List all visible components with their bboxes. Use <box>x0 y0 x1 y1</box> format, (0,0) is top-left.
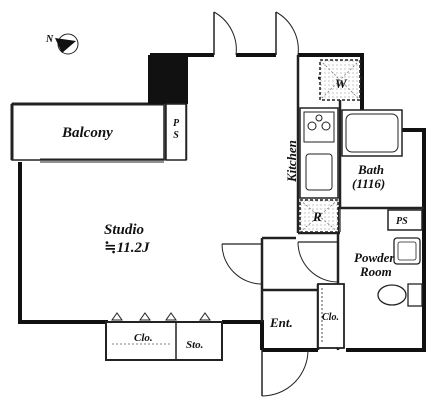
balcony <box>10 102 165 163</box>
bathtub <box>341 109 403 157</box>
interior-walls <box>164 55 424 350</box>
entry-door-right <box>275 11 299 56</box>
powder-door <box>297 241 339 283</box>
refrigerator-space <box>299 199 339 233</box>
studio-closet <box>105 312 223 361</box>
structural-column <box>150 55 188 104</box>
entrance-label: Ent. <box>269 315 293 330</box>
ps-closet <box>387 209 423 231</box>
ps-shaft-label-line: P <box>173 118 180 129</box>
ps-shaft <box>165 103 187 161</box>
front-door <box>261 349 309 397</box>
powder-room-label: Room <box>359 264 392 279</box>
refrigerator-label: R <box>312 209 322 224</box>
studio-closet-label: Clo. <box>134 332 153 344</box>
entry-door-left <box>213 11 237 56</box>
ps-closet-label: PS <box>396 216 408 227</box>
studio-label: Studio <box>104 222 144 238</box>
powder-label: Powder <box>354 250 395 265</box>
washer-space <box>319 59 361 101</box>
washer-label: W <box>335 76 348 91</box>
bath-size-label: (1116) <box>352 176 385 191</box>
kitchen-counter <box>299 107 339 199</box>
exterior-walls <box>18 53 426 352</box>
studio-area-label: ≒11.2J <box>104 240 150 256</box>
north-arrow-icon: N <box>45 33 79 55</box>
washbasin <box>393 237 421 265</box>
studio-door <box>221 243 263 285</box>
toilet <box>377 283 423 307</box>
ps-shaft-label-line: S <box>173 130 179 141</box>
bath-label: Bath <box>357 162 384 177</box>
entrance-closet <box>317 283 345 349</box>
kitchen-label: Kitchen <box>284 140 299 183</box>
storage-label: Sto. <box>186 339 203 351</box>
compass-label: N <box>45 34 54 45</box>
balcony-label: Balcony <box>61 125 113 141</box>
entrance-closet-label: Clo. <box>322 312 339 323</box>
